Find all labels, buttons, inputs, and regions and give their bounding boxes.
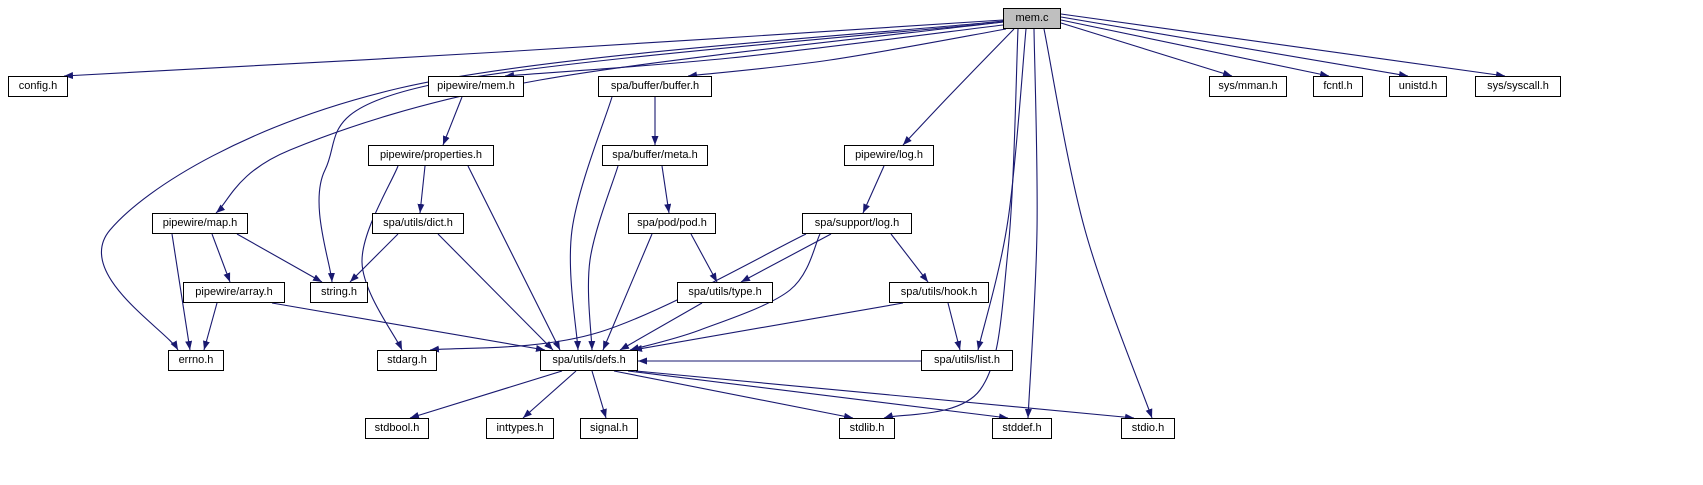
edge-spa-buffer-meta-h-to-spa-pod-pod-h — [661, 165, 672, 214]
edge-mem-c-to-spa-buffer-buffer-h — [687, 28, 1007, 79]
edge-spa-utils-dict-h-to-string-h — [349, 233, 399, 283]
node-errno-h: errno.h — [168, 350, 224, 371]
node-pipewire-array-h[interactable]: pipewire/array.h — [183, 282, 285, 303]
edge-pipewire-properties-h-to-stdarg-h — [361, 165, 403, 351]
edge-mem-c-to-sys-mman-h — [1060, 22, 1233, 77]
edge-spa-utils-defs-h-to-stddef-h — [627, 370, 1009, 421]
edge-pipewire-map-h-to-pipewire-array-h — [211, 233, 231, 283]
node-spa-utils-defs-h[interactable]: spa/utils/defs.h — [540, 350, 638, 371]
node-fcntl-h: fcntl.h — [1313, 76, 1363, 97]
edge-spa-utils-defs-h-to-stdlib-h — [613, 370, 854, 420]
node-pipewire-log-h[interactable]: pipewire/log.h — [844, 145, 934, 166]
edge-spa-utils-defs-h-to-stdbool-h — [409, 370, 563, 419]
edge-spa-utils-dict-h-to-spa-utils-defs-h — [437, 233, 554, 351]
node-pipewire-map-h[interactable]: pipewire/map.h — [152, 213, 248, 234]
node-spa-pod-pod-h[interactable]: spa/pod/pod.h — [628, 213, 716, 234]
node-signal-h: signal.h — [580, 418, 638, 439]
node-stdlib-h: stdlib.h — [839, 418, 895, 439]
edge-spa-support-log-h-to-spa-utils-hook-h — [890, 233, 929, 283]
edge-pipewire-log-h-to-spa-support-log-h — [862, 165, 885, 214]
edge-mem-c-to-stdlib-h — [883, 28, 1019, 419]
node-stddef-h: stddef.h — [992, 418, 1052, 439]
edge-mem-c-to-stdio-h — [1043, 28, 1153, 419]
edge-pipewire-map-h-to-string-h — [236, 233, 323, 283]
edge-pipewire-properties-h-to-spa-utils-defs-h — [467, 165, 561, 351]
node-spa-support-log-h[interactable]: spa/support/log.h — [802, 213, 912, 234]
edge-mem-c-to-unistd-h — [1060, 16, 1409, 78]
edge-spa-support-log-h-to-spa-utils-defs-h — [629, 233, 821, 351]
node-inttypes-h: inttypes.h — [486, 418, 554, 439]
edge-spa-utils-hook-h-to-spa-utils-list-h — [947, 302, 962, 351]
node-pipewire-mem-h[interactable]: pipewire/mem.h — [428, 76, 524, 97]
node-pipewire-properties-h[interactable]: pipewire/properties.h — [368, 145, 494, 166]
node-config-h[interactable]: config.h — [8, 76, 68, 97]
node-spa-utils-type-h[interactable]: spa/utils/type.h — [677, 282, 773, 303]
node-stdbool-h: stdbool.h — [365, 418, 429, 439]
edge-mem-c-to-pipewire-mem-h — [504, 24, 1004, 79]
edge-spa-utils-defs-h-to-inttypes-h — [522, 370, 577, 419]
node-sys-mman-h: sys/mman.h — [1209, 76, 1287, 97]
edge-spa-support-log-h-to-stdarg-h — [429, 233, 807, 353]
node-unistd-h: unistd.h — [1389, 76, 1447, 97]
node-spa-utils-hook-h[interactable]: spa/utils/hook.h — [889, 282, 989, 303]
edge-spa-pod-pod-h-to-spa-utils-type-h — [690, 233, 718, 283]
edge-pipewire-array-h-to-spa-utils-defs-h — [271, 302, 546, 352]
edge-spa-utils-defs-h-to-stdio-h — [635, 370, 1135, 421]
node-mem-c: mem.c — [1003, 8, 1061, 29]
edge-mem-c-to-stddef-h — [1024, 28, 1038, 419]
edge-spa-utils-defs-h-to-signal-h — [591, 370, 607, 419]
node-spa-utils-dict-h[interactable]: spa/utils/dict.h — [372, 213, 464, 234]
node-string-h: string.h — [310, 282, 368, 303]
node-stdarg-h: stdarg.h — [377, 350, 437, 371]
edge-pipewire-map-h-to-errno-h — [171, 233, 193, 351]
edge-pipewire-properties-h-to-spa-utils-dict-h — [417, 165, 426, 214]
node-spa-buffer-meta-h[interactable]: spa/buffer/meta.h — [602, 145, 708, 166]
edge-spa-pod-pod-h-to-spa-utils-defs-h — [602, 233, 653, 351]
node-stdio-h: stdio.h — [1121, 418, 1175, 439]
edge-spa-utils-hook-h-to-spa-utils-defs-h — [632, 302, 904, 352]
edge-mem-c-to-fcntl-h — [1060, 19, 1330, 78]
node-sys-syscall-h: sys/syscall.h — [1475, 76, 1561, 97]
edge-mem-c-to-errno-h — [100, 20, 1004, 351]
edge-spa-buffer-buffer-h-to-spa-utils-defs-h — [569, 96, 613, 351]
edge-mem-c-to-spa-utils-list-h — [976, 28, 1027, 351]
edge-pipewire-mem-h-to-pipewire-properties-h — [442, 96, 463, 146]
node-spa-utils-list-h[interactable]: spa/utils/list.h — [921, 350, 1013, 371]
edge-mem-c-to-config-h — [63, 19, 1004, 80]
edge-spa-buffer-meta-h-to-spa-utils-defs-h — [587, 165, 619, 351]
edge-spa-utils-type-h-to-spa-utils-defs-h — [619, 302, 703, 351]
node-spa-buffer-buffer-h[interactable]: spa/buffer/buffer.h — [598, 76, 712, 97]
edge-spa-support-log-h-to-spa-utils-type-h — [740, 233, 832, 283]
edge-mem-c-to-sys-syscall-h — [1060, 13, 1506, 79]
edge-pipewire-array-h-to-errno-h — [203, 302, 218, 351]
edge-mem-c-to-pipewire-log-h — [902, 28, 1015, 146]
